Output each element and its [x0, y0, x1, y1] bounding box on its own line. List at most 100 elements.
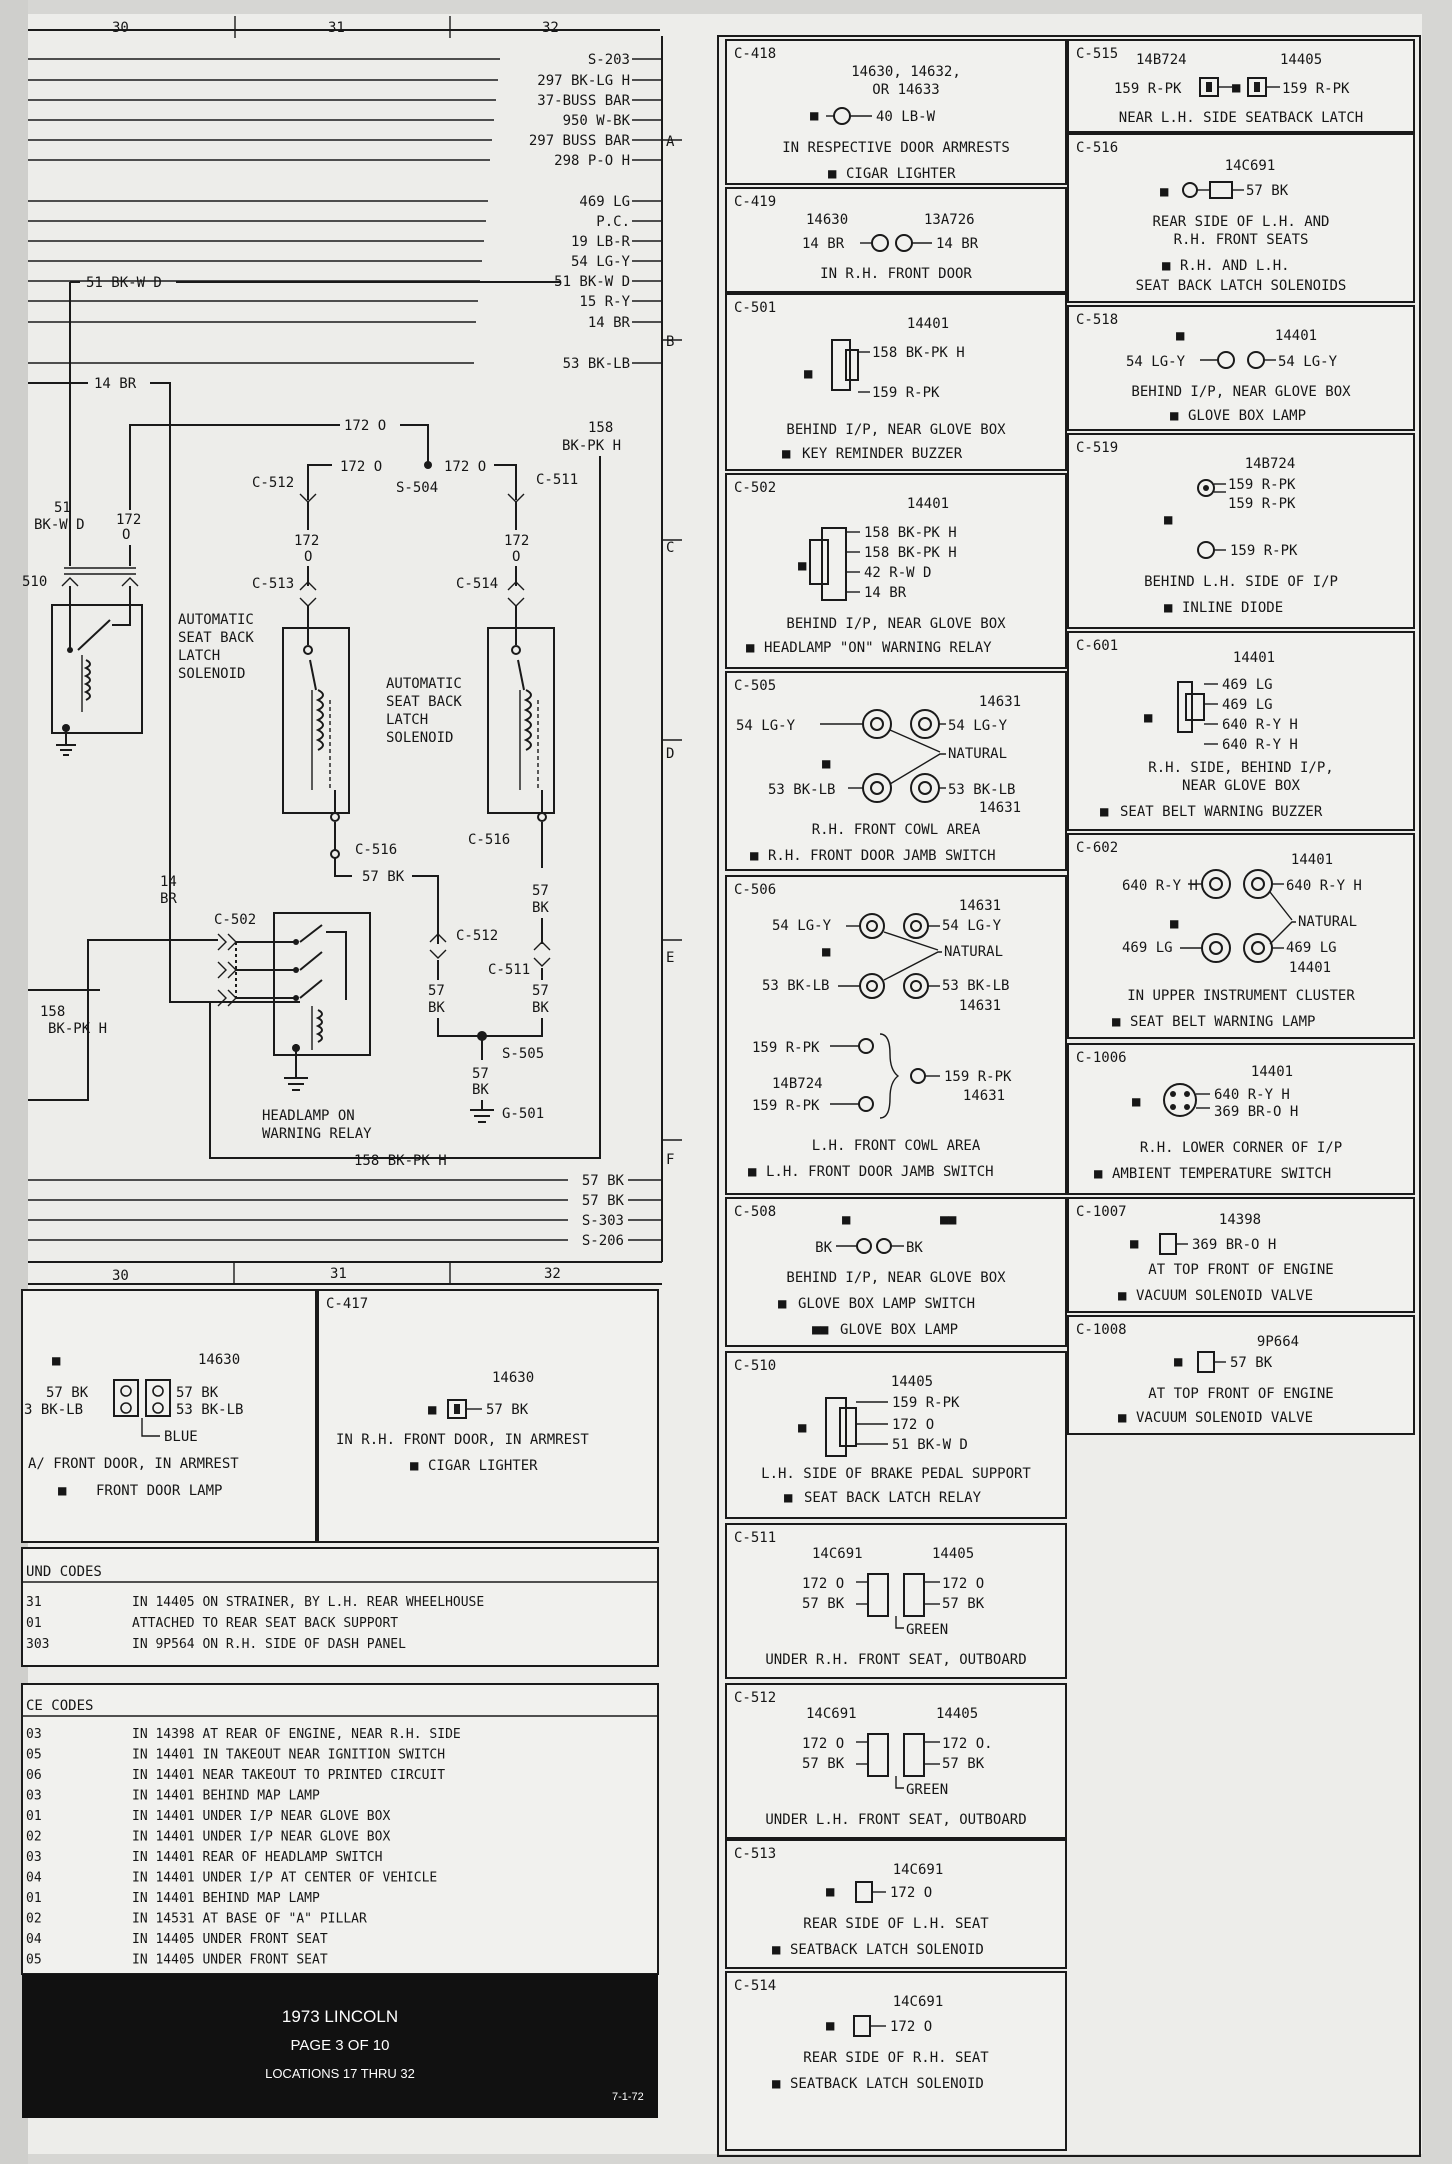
c1006-loc: R.H. LOWER CORNER OF I/P [1140, 1140, 1342, 1156]
c506-w6: 159 R-PK [752, 1098, 820, 1114]
c602-fn: SEAT BELT WARNING LAMP [1130, 1014, 1315, 1030]
c417-part: 14630 [492, 1370, 534, 1386]
c602-p2: 14401 [1289, 960, 1331, 976]
connector-box-c-505: C-505 [725, 671, 1067, 871]
bullet-icon: ■ [1232, 80, 1241, 96]
splice-codes-table: CE CODES 03 IN 14398 AT REAR OF ENGINE, N… [21, 1683, 659, 1975]
splice-code: 03 [26, 1727, 42, 1742]
c601-w3: 640 R-Y H [1222, 717, 1298, 733]
conn-c502-schem: C-502 [214, 912, 256, 928]
label-asb-left-4: SOLENOID [178, 666, 245, 682]
splice-codes-title: CE CODES [26, 1698, 93, 1714]
connector-id: C-501 [734, 300, 776, 316]
c419-w1: 14 BR [802, 236, 845, 252]
c514-part: 14C691 [893, 1994, 944, 2010]
bullet-icon: ■ [1132, 1094, 1141, 1110]
connector-box-c-502: C-502 [725, 473, 1067, 669]
c516-fn1: R.H. AND L.H. [1180, 258, 1290, 274]
bullet-icon: ■ [748, 1164, 757, 1180]
terminal-icon [918, 717, 932, 731]
c506-w5: 159 R-PK [752, 1040, 820, 1056]
brace [879, 1033, 900, 1119]
connector-box-c-501: C-501 [725, 293, 1067, 471]
c512-w1: 172 O [802, 1736, 844, 1752]
wire-172o-right: 172 O [444, 459, 486, 475]
wire-158-left-b: BK-PK H [48, 1021, 107, 1037]
connector-id: C-602 [1076, 840, 1118, 856]
bullet-icon: ■ [798, 558, 807, 574]
connector-frame [725, 1351, 1067, 1519]
c418-wire: 40 LB-W [876, 109, 936, 125]
c519-fn: INLINE DIODE [1182, 600, 1283, 616]
splice-code: 05 [26, 1953, 42, 1968]
splice-code: 05 [26, 1748, 42, 1763]
c516-loc2: R.H. FRONT SEATS [1174, 232, 1309, 248]
wire-172-left-b: O [122, 527, 130, 543]
c501-loc: BEHIND I/P, NEAR GLOVE BOX [786, 422, 1006, 438]
ground-code-desc: IN 14405 ON STRAINER, BY L.H. REAR WHEEL… [132, 1595, 484, 1610]
label-asb-right-2: SEAT BACK [386, 694, 462, 710]
conn-c512: C-512 [252, 475, 294, 491]
c602-w1: 640 R-Y H [1122, 878, 1198, 894]
c512-loc: UNDER L.H. FRONT SEAT, OUTBOARD [765, 1812, 1026, 1828]
terminal-icon [870, 781, 884, 795]
ground-codes-title: UND CODES [26, 1564, 102, 1580]
c510-loc: L.H. SIDE OF BRAKE PEDAL SUPPORT [761, 1466, 1031, 1482]
c506-w7: 159 R-PK [944, 1069, 1012, 1085]
bullet-icon: ■ [1164, 600, 1173, 616]
c510-w3: 51 BK-W D [892, 1437, 968, 1453]
bus-wire-label: 469 LG [579, 194, 630, 210]
splice-code: 03 [26, 1850, 42, 1865]
c519-w2: 159 R-PK [1228, 496, 1296, 512]
bottom-wire-label: 57 BK [582, 1173, 625, 1189]
terminal-icon [1251, 877, 1265, 891]
c501-w1: 158 BK-PK H [872, 345, 965, 361]
connector-box-c-519: C-519 [1067, 433, 1415, 629]
c512-p2: 14405 [936, 1706, 978, 1722]
bullet-icon: ■ [1144, 710, 1153, 726]
title-vehicle: 1973 LINCOLN [282, 2007, 398, 2026]
connector-frame [725, 473, 1067, 669]
c508-fn2: GLOVE BOX LAMP [840, 1322, 958, 1338]
schematic-body: 51 BK-W D 14 BR 172 O 172 O 172 O C-512 … [22, 275, 621, 1169]
plug-icon [903, 1733, 925, 1777]
bus-wire-label: 19 LB-R [571, 234, 631, 250]
plug-icon [839, 1407, 857, 1447]
c506-w4: 53 BK-LB [942, 978, 1009, 994]
bullet-icon: ■ [1176, 328, 1185, 344]
wire-51-left: 51 [54, 500, 71, 516]
c1006-w2: 369 BR-O H [1214, 1104, 1298, 1120]
grid-bottom-30: 30 [112, 1268, 129, 1284]
connector-frame [1067, 833, 1415, 1039]
connector-box-c-516: C-516 [1067, 133, 1415, 303]
plug-icon [845, 349, 859, 381]
bus-wire-label: 37-BUSS BAR [537, 93, 630, 109]
terminal-icon [1209, 877, 1223, 891]
fdl-w2: 57 BK [176, 1385, 219, 1401]
wire-172o-left: 172 O [340, 459, 382, 475]
c1007-loc: AT TOP FRONT OF ENGINE [1148, 1262, 1333, 1278]
splice-code-desc: IN 14398 AT REAR OF ENGINE, NEAR R.H. SI… [132, 1727, 461, 1742]
c512-w4: 57 BK [942, 1756, 985, 1772]
c514-loc: REAR SIDE OF R.H. SEAT [803, 2050, 989, 2066]
wire-57-right-a: 57 [532, 883, 549, 899]
zone-b: B [666, 334, 674, 350]
c506-w1: 54 LG-Y [772, 918, 832, 934]
c418-part: 14630, 14632, [851, 64, 961, 80]
c513-fn: SEATBACK LATCH SOLENOID [790, 1942, 984, 1958]
bullet-icon: ■ [1130, 1236, 1139, 1252]
connector-box-c-508: C-508 [725, 1197, 1067, 1347]
zone-d: D [666, 746, 674, 762]
c417-loc: IN R.H. FRONT DOOR, IN ARMREST [336, 1432, 589, 1448]
c506-loc: L.H. FRONT COWL AREA [812, 1138, 981, 1154]
bullet-icon: ■ [812, 1322, 821, 1338]
connector-id: C-1007 [1076, 1204, 1127, 1220]
splice-code-desc: IN 14401 IN TAKEOUT NEAR IGNITION SWITCH [132, 1748, 445, 1763]
bullet-icon: ■ [826, 1884, 835, 1900]
wire-172-c513-b: O [304, 549, 312, 565]
bottom-wire-label: 57 BK [582, 1193, 625, 1209]
terminal-icon [1163, 1083, 1197, 1117]
c505-w4: 53 BK-LB [948, 782, 1015, 798]
